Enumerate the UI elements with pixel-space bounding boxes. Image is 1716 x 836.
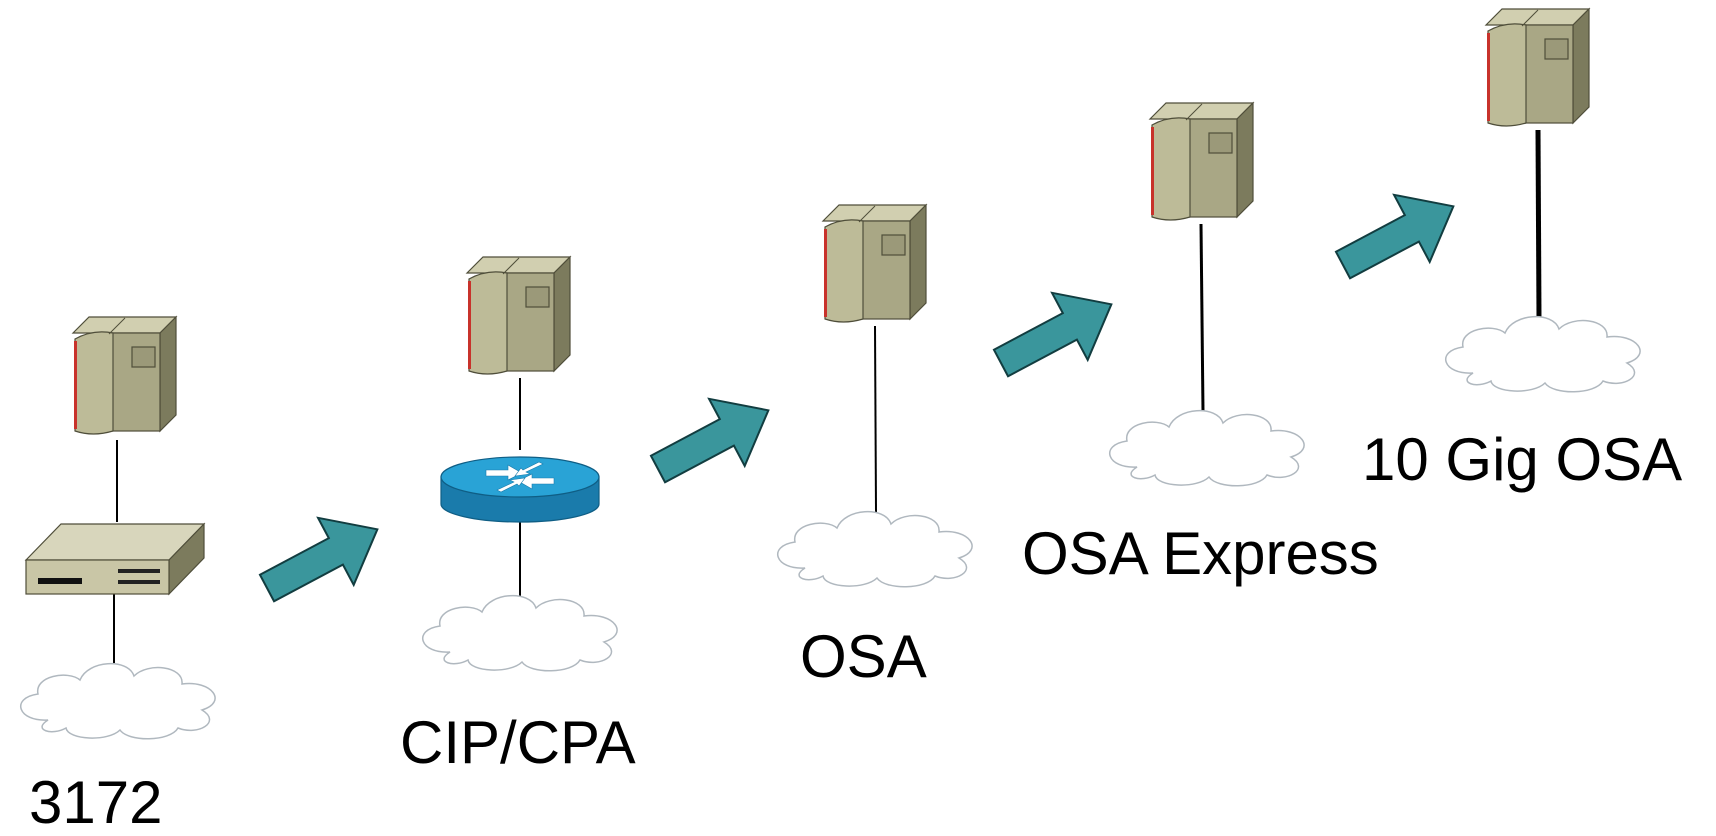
arrow-icon bbox=[1324, 171, 1473, 300]
arrow-icon bbox=[982, 269, 1131, 398]
stage-label-3172: 3172 bbox=[29, 769, 163, 836]
mainframe-icon bbox=[1149, 102, 1254, 221]
cloud-icon bbox=[776, 510, 973, 588]
cloud-icon bbox=[1444, 315, 1641, 393]
arrow-icon bbox=[639, 375, 788, 504]
stage-10-gig-osa bbox=[1444, 8, 1641, 393]
stage-label-cip-cpa: CIP/CPA bbox=[400, 709, 636, 776]
controller-3172-icon bbox=[24, 522, 206, 596]
stage-label-osa-express: OSA Express bbox=[1022, 520, 1379, 587]
mainframe-icon bbox=[822, 204, 927, 323]
router-icon bbox=[440, 456, 600, 523]
stage-label-osa: OSA bbox=[800, 623, 927, 690]
stage-cip-cpa bbox=[421, 256, 618, 672]
stage-3172 bbox=[19, 316, 216, 740]
cloud-icon bbox=[19, 662, 216, 740]
mainframe-icon bbox=[1485, 8, 1590, 127]
cloud-icon bbox=[1108, 409, 1305, 487]
mainframe-icon bbox=[72, 316, 177, 435]
stage-osa-express bbox=[1108, 102, 1305, 487]
cloud-icon bbox=[421, 594, 618, 672]
mainframe-icon bbox=[466, 256, 571, 375]
stage-label-10-gig-osa: 10 Gig OSA bbox=[1362, 426, 1683, 493]
arrow-icon bbox=[248, 494, 397, 623]
stage-osa bbox=[776, 204, 973, 588]
